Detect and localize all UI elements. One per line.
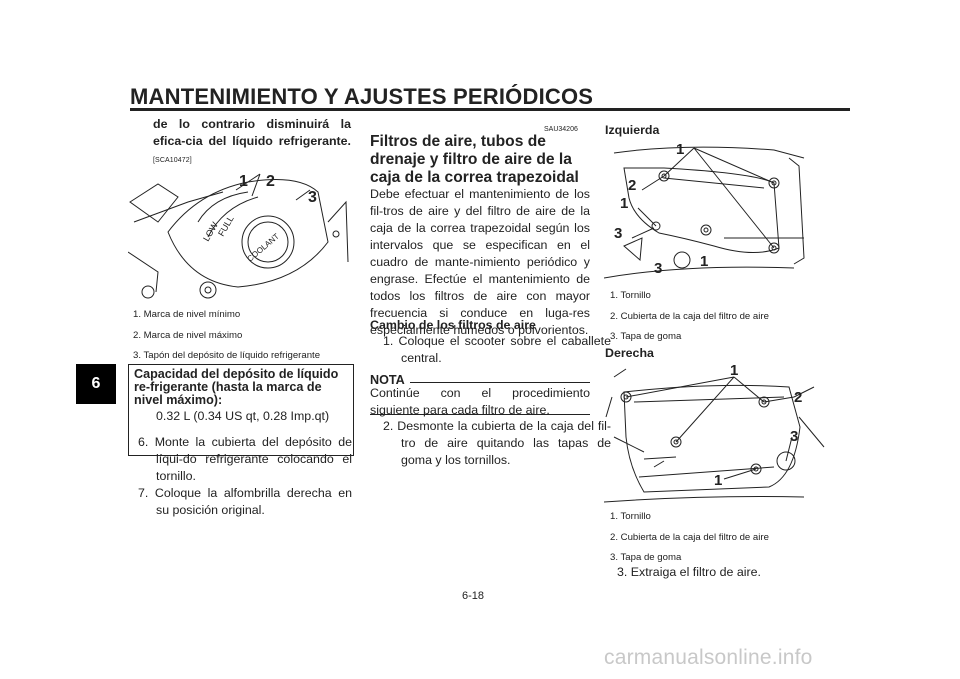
nota-header: NOTA	[370, 371, 590, 389]
caption-item: 3. Tapón del depósito de líquido refrige…	[133, 350, 321, 362]
chapter-tab: 6	[76, 364, 116, 404]
fig1-callout-1: 1	[239, 173, 248, 190]
fig3-callout-1b: 1	[714, 472, 722, 489]
capacity-box: Capacidad del depósito de líquido re-fri…	[128, 364, 354, 456]
fig2-callout-3b: 3	[654, 260, 662, 277]
coolant-reservoir-figure: 1 2 3 LOW FULL COOLANT	[128, 173, 349, 299]
figure1-captions: 1. Marca de nivel mínimo 2. Marca de niv…	[133, 305, 353, 367]
fig2-callout-1b: 1	[620, 195, 628, 212]
step-6: 6. Monte la cubierta del depósito de líq…	[138, 435, 352, 483]
step-3: 3. Extraiga el filtro de aire.	[617, 565, 761, 579]
left-airbox-figure: 1 2 1 3 3 1	[604, 141, 805, 279]
caution-text: de lo contrario disminuirá la efica-cia …	[153, 117, 351, 164]
fig1-callout-2: 2	[266, 173, 275, 190]
figure3-captions: 1. Tornillo 2. Cubierta de la caja del f…	[610, 507, 830, 569]
fig1-cap-label: COOLANT	[246, 232, 281, 264]
caution-ref: [SCA10472]	[153, 157, 192, 164]
caption-item: 3. Tapa de goma	[610, 331, 682, 343]
step-7: 7. Coloque la alfombrilla derecha en su …	[138, 486, 352, 517]
caption-item: 2. Marca de nivel máximo	[133, 329, 243, 341]
izquierda-label: Izquierda	[605, 123, 660, 137]
section-paragraph: Debe efectuar el mantenimiento de los fi…	[370, 187, 590, 337]
nota-rule	[410, 382, 590, 383]
figure2-captions: 1. Tornillo 2. Cubierta de la caja del f…	[610, 286, 830, 348]
caption-item: 1. Tornillo	[610, 511, 651, 522]
capacity-value: 0.32 L (0.34 US qt, 0.28 Imp.qt)	[156, 408, 330, 423]
caption-item: 3. Tapa de goma	[610, 552, 682, 564]
fig2-callout-3a: 3	[614, 225, 622, 242]
step-1: 1. Coloque el scooter sobre el caballete…	[383, 334, 611, 365]
watermark: carmanualsonline.info	[604, 646, 813, 669]
section-ref-code: SAU34206	[544, 126, 578, 133]
page-number: 6-18	[462, 590, 485, 602]
fig1-callout-3: 3	[308, 189, 317, 206]
section-title: Filtros de aire, tubos de drenaje y filt…	[370, 133, 579, 186]
fig3-callout-3: 3	[790, 428, 798, 445]
nota-bottom-rule	[370, 414, 590, 415]
fig3-callout-1a: 1	[730, 362, 738, 379]
fig3-callout-2: 2	[794, 389, 802, 406]
right-airbox-figure: 1 2 3 1	[604, 362, 825, 503]
capacity-heading: Capacidad del depósito de líquido re-fri…	[134, 367, 339, 408]
page-title: MANTENIMIENTO Y AJUSTES PERIÓDICOS	[130, 84, 594, 109]
steps-left: 6. Monte la cubierta del depósito de líq…	[134, 434, 352, 519]
subheading: Cambio de los filtros de aire	[370, 318, 536, 332]
fig1-full-mark: FULL	[216, 214, 236, 238]
fig2-callout-1c: 1	[700, 253, 708, 270]
caption-item: 2. Cubierta de la caja del filtro de air…	[610, 310, 769, 322]
caption-item: 1. Marca de nivel mínimo	[133, 309, 241, 320]
fig2-callout-2: 2	[628, 177, 636, 194]
header-rule	[130, 108, 850, 111]
step-2: 2. Desmonte la cubierta de la caja del f…	[383, 419, 611, 467]
nota-text: Continúe con el procedimiento siguiente …	[370, 386, 590, 417]
derecha-label: Derecha	[605, 346, 654, 360]
caption-item: 1. Tornillo	[610, 290, 651, 301]
caption-item: 2. Cubierta de la caja del filtro de air…	[610, 531, 769, 543]
fig2-callout-1a: 1	[676, 141, 684, 158]
nota-label: NOTA	[370, 373, 405, 387]
